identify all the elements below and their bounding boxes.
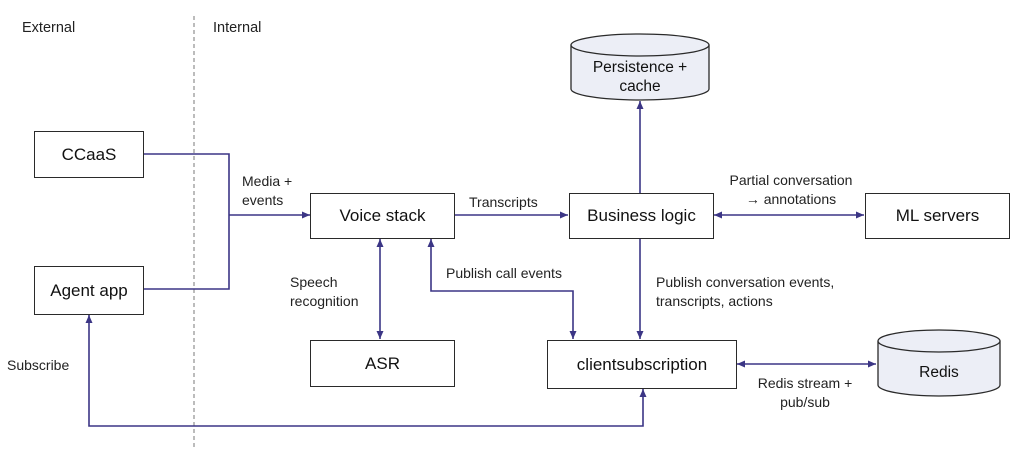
speech-recognition-label-line1: Speech — [290, 274, 338, 290]
redis-stream-label-line2: pub/sub — [780, 394, 830, 410]
business-logic-box: Business logic — [569, 193, 714, 239]
publish-conversation-label-line1: Publish conversation events, — [656, 274, 835, 290]
media-events-label-line2: events — [242, 192, 284, 208]
media-events-label: Media + events — [242, 172, 292, 210]
persistence-cache-label: Persistence + cache — [571, 56, 709, 98]
partial-conversation-label-line1: Partial conversation — [729, 172, 853, 188]
partial-conversation-label-line2: → annotations — [745, 191, 837, 207]
asr-box: ASR — [310, 340, 455, 387]
persistence-label-line2: cache — [619, 78, 661, 95]
publish-call-events-arrow — [427, 239, 577, 339]
speech-recognition-label-line2: recognition — [290, 293, 359, 309]
agent-app-box: Agent app — [34, 266, 144, 315]
redis-stream-label: Redis stream + pub/sub — [745, 374, 865, 412]
ml-servers-box: ML servers — [865, 193, 1010, 239]
external-zone-label: External — [22, 20, 76, 36]
partial-conversation-label: Partial conversation → annotations — [716, 171, 866, 209]
clientsubscription-box: clientsubscription — [547, 340, 737, 389]
speech-recognition-label: Speech recognition — [290, 273, 359, 311]
ccaas-connector — [143, 153, 230, 215]
redis-stream-label-line1: Redis stream + — [757, 375, 853, 391]
publish-call-events-label: Publish call events — [446, 265, 562, 281]
media-events-label-line1: Media + — [242, 173, 293, 189]
subscribe-arrow — [85, 315, 647, 427]
persistence-label-line1: Persistence + — [592, 59, 688, 76]
publish-conversation-label-line2: transcripts, actions — [656, 293, 773, 309]
publish-conversation-label: Publish conversation events, transcripts… — [656, 273, 834, 311]
voice-stack-box: Voice stack — [310, 193, 455, 239]
agent-app-connector — [143, 215, 230, 290]
ccaas-box: CCaaS — [34, 131, 144, 178]
subscribe-label: Subscribe — [7, 357, 70, 373]
internal-zone-label: Internal — [213, 20, 262, 36]
redis-cylinder — [877, 329, 1001, 397]
transcripts-label: Transcripts — [469, 194, 538, 210]
redis-label: Redis — [919, 363, 959, 381]
persistence-cache-cylinder — [570, 33, 710, 101]
